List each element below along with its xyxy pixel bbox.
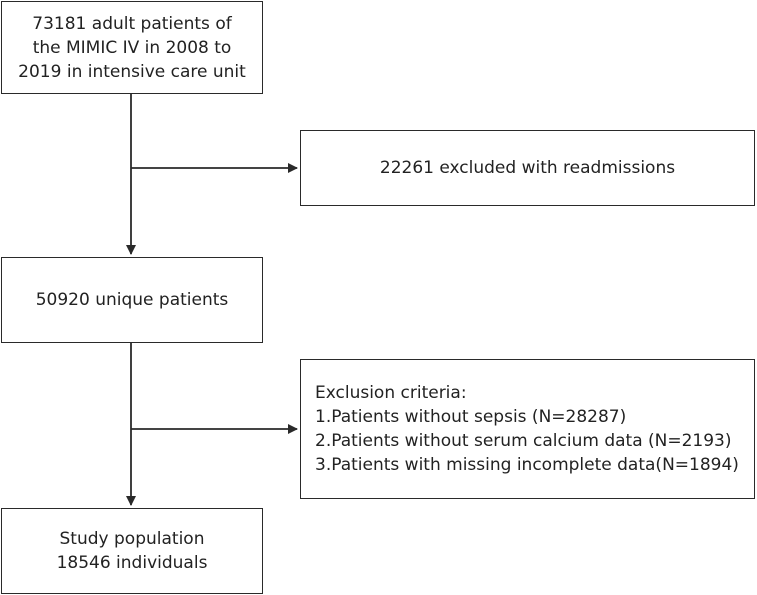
exclusion-criteria-box: Exclusion criteria: 1.Patients without s… [300, 359, 755, 499]
source-line-1: 73181 adult patients of [32, 13, 232, 34]
source-line-2: the MIMIC IV in 2008 to [32, 37, 232, 58]
exclusion-criteria-item-1: 1.Patients without sepsis (N=28287) [315, 407, 627, 427]
unique-patients-box: 50920 unique patients [1, 257, 263, 343]
readmissions-excluded-box: 22261 excluded with readmissions [300, 130, 755, 206]
source-population-box: 73181 adult patients of the MIMIC IV in … [1, 1, 263, 94]
unique-patients-text: 50920 unique patients [35, 290, 229, 310]
study-line-1: Study population [59, 529, 205, 549]
exclusion-criteria-title: Exclusion criteria: [315, 383, 467, 403]
exclusion-criteria-item-3: 3.Patients with missing incomplete data(… [315, 455, 739, 475]
study-line-2: 18546 individuals [56, 553, 208, 573]
study-population-box: Study population 18546 individuals [1, 508, 263, 594]
exclusion-criteria-item-2: 2.Patients without serum calcium data (N… [315, 431, 732, 451]
source-line-3: 2019 in intensive care unit [18, 61, 246, 82]
readmissions-text: 22261 excluded with readmissions [379, 158, 676, 178]
